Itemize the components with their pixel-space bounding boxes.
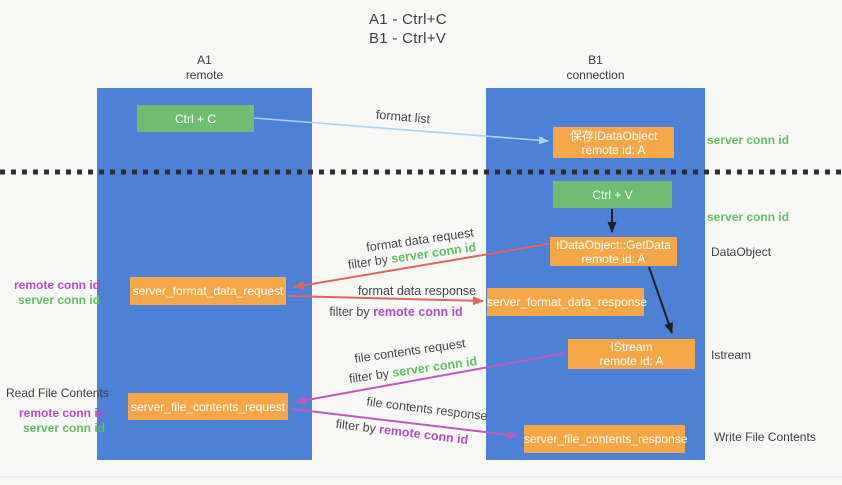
node-format-request: server_format_data_request	[130, 277, 286, 305]
node-ctrl-v: Ctrl + V	[553, 181, 672, 208]
label-istream: Istream	[711, 348, 752, 362]
node-save-dataobject-sublabel: remote id: A	[581, 142, 646, 157]
label-read-file-contents: Read File Contents	[6, 386, 109, 400]
title-line-2: B1 - Ctrl+V	[369, 30, 447, 47]
arrow-format-data-request	[293, 243, 549, 290]
node-istream-label: IStream	[610, 340, 653, 354]
label-write-file-contents: Write File Contents	[714, 430, 816, 444]
node-file-response: server_file_contents_response	[524, 425, 688, 453]
node-getdata: IDataObject::GetData remote id: A	[550, 237, 677, 266]
node-ctrl-c: Ctrl + C	[137, 105, 254, 132]
label-filter-by-remote-1: filter by remote conn id	[329, 305, 462, 319]
node-getdata-sublabel: remote id: A	[581, 251, 646, 266]
remote-conn-id-text: remote conn id	[373, 305, 463, 319]
node-file-request-label: server_file_contents_request	[130, 399, 286, 414]
label-server-conn-id-right-1: server conn id	[707, 133, 790, 147]
label-server-conn-id-left-2: server conn id	[22, 421, 105, 435]
node-ctrl-v-label: Ctrl + V	[592, 187, 633, 202]
node-getdata-label: IDataObject::GetData	[556, 237, 671, 252]
lane-a1-name: A1	[197, 53, 212, 67]
node-istream: IStream remote id: A	[568, 339, 695, 369]
page-title: A1 - Ctrl+C B1 - Ctrl+V	[369, 10, 447, 48]
node-format-response-label: server_format_data_response	[487, 295, 648, 309]
arrow-file-contents-request	[295, 352, 567, 405]
node-format-response: server_format_data_response	[487, 288, 648, 316]
node-save-dataobject-label: 保存IDataObject	[569, 128, 658, 143]
label-server-conn-id-left-1: server conn id	[17, 293, 100, 307]
arrow-getdata-to-istream	[648, 266, 673, 334]
node-file-request: server_file_contents_request	[128, 393, 288, 420]
arrow-format-list	[253, 117, 549, 145]
arrow-file-contents-response	[291, 408, 519, 440]
label-remote-conn-id-left-2: remote conn id	[18, 406, 105, 420]
node-file-response-label: server_file_contents_response	[524, 432, 688, 446]
filter-by-text: filter by	[329, 305, 374, 319]
lane-a1-header: A1 remote	[97, 53, 312, 83]
node-istream-sublabel: remote id: A	[599, 354, 664, 368]
title-line-1: A1 - Ctrl+C	[369, 11, 447, 28]
node-ctrl-c-label: Ctrl + C	[174, 111, 216, 126]
node-save-dataobject: 保存IDataObject remote id: A	[553, 127, 674, 158]
lane-b1-sublabel: connection	[566, 68, 625, 82]
lane-b1-name: B1	[588, 53, 603, 67]
label-server-conn-id-right-2: server conn id	[707, 210, 790, 224]
left-label-group-1: remote conn id server conn id	[0, 278, 100, 308]
lane-a1-sublabel: remote	[185, 68, 224, 82]
label-remote-conn-id-left-1: remote conn id	[13, 278, 100, 292]
label-dataobject: DataObject	[711, 245, 772, 259]
arrow-format-data-response	[288, 295, 484, 306]
lane-b1-header: B1 connection	[486, 53, 705, 83]
label-format-data-response: format data response	[357, 284, 477, 298]
node-format-request-label: server_format_data_request	[132, 284, 284, 298]
left-label-group-2: remote conn id server conn id	[0, 406, 105, 436]
